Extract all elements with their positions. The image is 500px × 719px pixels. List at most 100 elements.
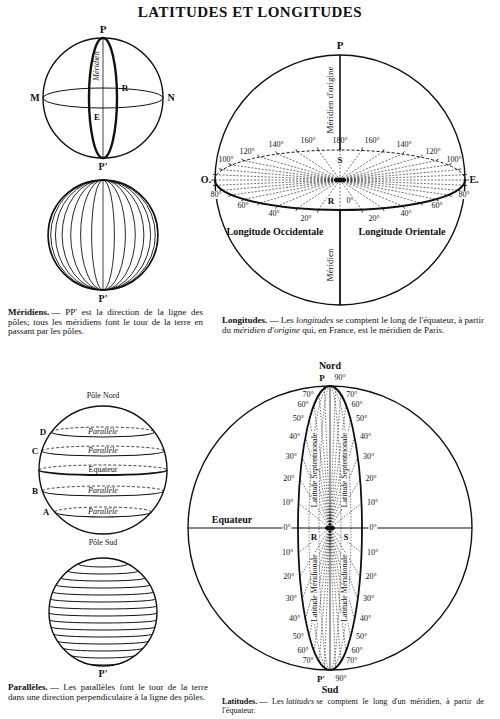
degree-tick (257, 155, 260, 157)
meridian-line (309, 386, 351, 670)
degree-tick (340, 210, 341, 213)
parallel-line (61, 578, 145, 581)
degree-tick (276, 206, 278, 209)
degree-label: 60° (297, 401, 308, 409)
degree-tick (213, 174, 217, 176)
degree-tick (383, 208, 384, 211)
caption-text: — Les (270, 315, 294, 325)
longitude-ray (217, 180, 340, 185)
degree-label: 140° (268, 141, 283, 149)
degree-label: 10° (367, 499, 378, 507)
figure-label: C (32, 447, 39, 456)
degree-label: 90° (334, 374, 345, 382)
degree-label: 80° (457, 191, 470, 199)
longitude-ray (340, 161, 436, 180)
figure-label: Pôle Nord (87, 392, 120, 400)
degree-tick (211, 180, 215, 181)
longitude-ray (260, 157, 340, 180)
longitude-ray (340, 180, 465, 181)
figure-label: P (100, 24, 107, 35)
degree-tick (296, 149, 297, 152)
degree-tick (403, 206, 405, 209)
longitude-ray (278, 154, 341, 180)
figure-label: Parallèle (87, 428, 119, 436)
figure-label: P' (317, 675, 325, 684)
degree-label: 160° (300, 137, 315, 145)
degree-label: 120° (425, 148, 440, 156)
figure-label: E (94, 113, 100, 122)
degree-label: 20° (368, 215, 379, 223)
parallel-line (68, 571, 138, 574)
longitude-ray (340, 180, 448, 195)
figure-label: P' (99, 162, 108, 172)
caption-text: Longitudes. (222, 315, 267, 325)
longitude-ray (340, 180, 362, 210)
degree-label: 20° (365, 573, 376, 581)
sphere-latitudes (188, 386, 472, 670)
sphere-meridians-axis (43, 38, 163, 158)
degree-label: 0° (282, 524, 291, 532)
parallel-line (56, 585, 150, 588)
figure-label: S (336, 156, 343, 165)
degree-tick (403, 151, 405, 154)
degree-label: 0° (345, 197, 354, 205)
figure-label: Equateur (88, 466, 119, 474)
figure-label: Latitude Méridionale (341, 553, 349, 623)
figure-label: Parallèle (87, 508, 119, 516)
degree-label: 140° (396, 141, 411, 149)
longitude-ray (244, 180, 340, 199)
caption-text: latitudes (286, 697, 314, 706)
caption: Longitudes.— Leslongitudesse comptent le… (222, 316, 484, 335)
degree-tick (317, 210, 319, 213)
degree-label: 10° (282, 549, 293, 557)
figure-label: Longitude Orientale (359, 227, 446, 237)
degree-label: 0° (368, 524, 377, 532)
degree-label: 70° (302, 391, 313, 399)
meridian-line (92, 180, 115, 290)
figure-label: P' (99, 669, 108, 679)
caption-text: longitudes (296, 315, 334, 325)
meridian-line (319, 386, 341, 670)
degree-label: 90° (335, 675, 346, 683)
degree-label: 80° (209, 191, 222, 199)
parallel-line (49, 606, 156, 609)
degree-label: 70° (346, 391, 357, 399)
latitude-ray (319, 395, 330, 528)
degree-label: 10° (282, 499, 293, 507)
caption-text: Méridiens. (8, 307, 49, 317)
longitude-ray (340, 154, 403, 180)
caption: Méridiens.— PP' est la direction de la l… (8, 308, 203, 337)
longitude-ray (340, 175, 463, 180)
latitude-ray (299, 528, 331, 553)
degree-label: 40° (268, 210, 279, 218)
degree-label: 50° (356, 633, 367, 641)
latitude-ray (330, 528, 362, 553)
degree-tick (463, 174, 467, 176)
degree-tick (228, 195, 231, 197)
degree-tick (241, 199, 244, 201)
figure-label: P (319, 374, 325, 383)
figure-label: Méridien d'origine (326, 67, 335, 134)
meridian-line (81, 180, 126, 290)
degree-label: 70° (302, 657, 313, 665)
figure-label: B (32, 487, 38, 496)
degree-label: 50° (356, 415, 367, 423)
figure-label: Pôle Sud (89, 539, 118, 547)
latitude-ray (330, 419, 351, 528)
degree-tick (340, 147, 341, 150)
figure-label: Longitude Occidentale (227, 227, 324, 237)
figure-label: Latitude Septentrionale (311, 432, 319, 509)
latitude-ray (330, 395, 341, 528)
parallel-line (78, 564, 127, 567)
caption: Latitudes.— Leslatitudesse comptent le l… (222, 698, 484, 716)
degree-tick (296, 208, 297, 211)
figure-label: Méridien (326, 249, 335, 282)
figure-label: R (310, 533, 319, 542)
sphere-meridians (48, 180, 158, 290)
parallel-line (51, 599, 156, 602)
caption: Parallèles.— Les parallèles font le tour… (8, 683, 208, 702)
degree-tick (383, 149, 384, 152)
degree-label: 10° (367, 549, 378, 557)
degree-label: 100° (446, 156, 461, 164)
